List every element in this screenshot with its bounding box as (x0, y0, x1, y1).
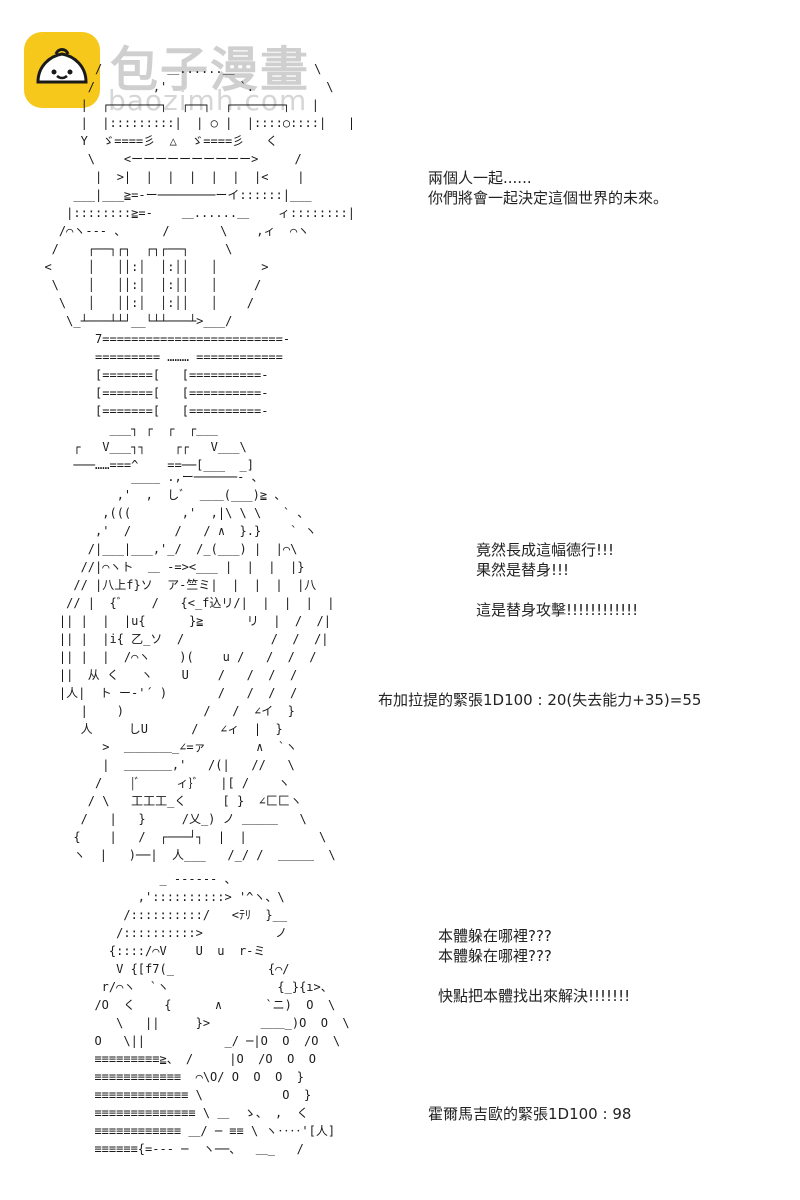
dice-roll-line: 霍爾馬吉歐的緊張1D100 : 98 (428, 1105, 632, 1123)
dialogue-line: 快點把本體找出來解決!!!!!!! (438, 987, 631, 1005)
dialogue-line (438, 966, 630, 986)
ascii-art-figure-2: ____ .,ー──────- 、 ,' , しﾞ ＿＿(___)≧ 、 ,((… (58, 470, 336, 862)
dialogue-line: 這是替身攻擊!!!!!!!!!!!! (476, 601, 639, 619)
watermark-name-cn: 包子漫畫 (110, 42, 311, 98)
dialogue-line: 你們將會一起決定這個世界的未來。 (428, 189, 669, 207)
dialogue-line: 兩個人一起...... (428, 169, 532, 187)
dialogue-line: 果然是替身!!! (476, 561, 570, 579)
panel2-dialogue: 竟然長成這幅德行!!! 果然是替身!!! 這是替身攻擊!!!!!!!!!!!! (476, 540, 638, 620)
site-logo (24, 32, 100, 108)
panel3-dice-roll: 霍爾馬吉歐的緊張1D100 : 98 (428, 1104, 631, 1124)
watermark-name-en: baozimh.com (108, 84, 308, 117)
dialogue-line: 竟然長成這幅德行!!! (476, 541, 615, 559)
ascii-art-figure-3: _ -‐‐‐‐‐ 、 ,'::::::::::> '^ヽ、\ /::::::::… (94, 872, 350, 1156)
ascii-art-figure-1: / ＿......＿ \ / ,' `. \ | ┌───────┐ ┌──┐ … (44, 62, 356, 472)
dialogue-line (476, 580, 638, 600)
panel1-dialogue: 兩個人一起...... 你們將會一起決定這個世界的未來。 (428, 168, 668, 208)
panel2-dice-roll: 布加拉提的緊張1D100 : 20(失去能力+35)=55 (378, 690, 701, 710)
dice-roll-line: 布加拉提的緊張1D100 : 20(失去能力+35)=55 (378, 691, 702, 709)
panel3-dialogue: 本體躲在哪裡??? 本體躲在哪裡??? 快點把本體找出來解決!!!!!!! (438, 926, 630, 1006)
dialogue-line: 本體躲在哪裡??? (438, 927, 552, 945)
bun-icon (36, 48, 88, 84)
dialogue-line: 本體躲在哪裡??? (438, 947, 552, 965)
